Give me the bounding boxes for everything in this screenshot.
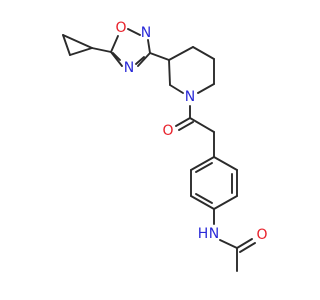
bond [135,56,145,65]
bond [62,34,93,49]
atom-label-nitrogen-ring-bottom: N [124,60,134,76]
atom-label-nitrogen-ring-top: N [141,25,151,41]
atom-label-hydrogen-amide: H [198,226,209,242]
bond [197,83,215,94]
bond [168,59,171,86]
bond [112,52,121,61]
bond [175,117,191,127]
atom-label-nitrogen-piperidine: N [185,89,195,105]
bond [127,28,141,36]
bond [168,46,194,61]
bond [190,156,215,171]
bond [110,51,123,67]
atom-label-oxygen-carbonyl: O [162,123,173,139]
bond [149,52,170,61]
bond [239,242,256,253]
bond [169,84,184,94]
atom-label-oxygen-ring: O [115,20,126,36]
bond [69,47,93,56]
bond [137,52,151,67]
bond [62,34,71,56]
benzene-ring [190,156,238,210]
bond [213,156,238,171]
bond [192,46,215,60]
bond [195,193,213,204]
oxadiazole-ring [110,28,151,67]
bond [110,35,119,53]
bond [147,39,151,54]
bond [236,238,253,249]
molecule-diagram: O N N N O N H O [62,20,268,272]
atom-label-oxygen-acetyl: O [256,227,267,243]
bond [195,162,213,173]
cyclopropyl-ring [62,34,93,56]
bond [91,47,112,53]
bond [190,195,215,210]
bond [189,117,215,133]
bond [219,239,238,249]
piperidine-ring [168,46,215,94]
bond [213,195,238,210]
bond [178,121,194,131]
atom-label-nitrogen-amide: N [209,226,219,242]
